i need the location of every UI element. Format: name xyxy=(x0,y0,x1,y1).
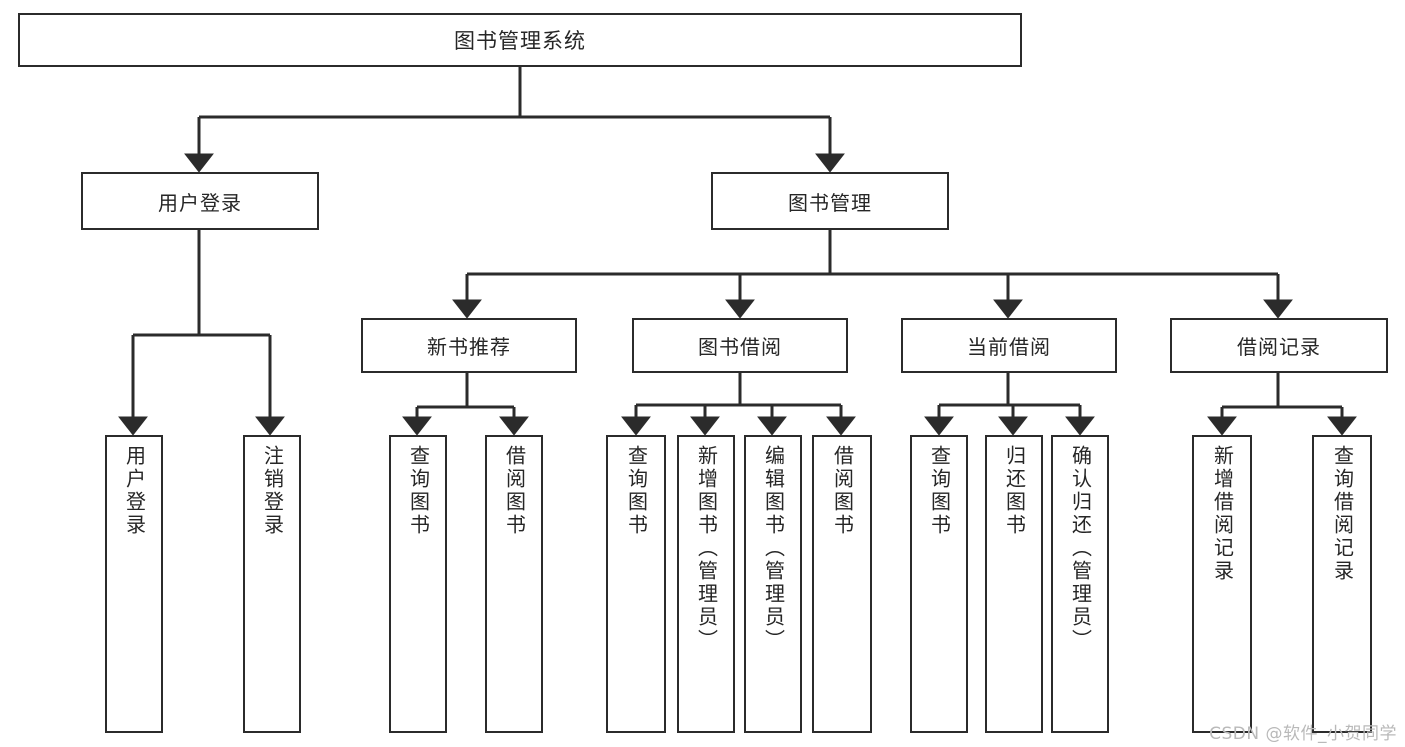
node-label: 图书借阅 xyxy=(698,335,782,359)
node-label: 注销登录 xyxy=(260,445,285,537)
node-leaf-user-logout[interactable]: 注销登录 xyxy=(243,435,301,733)
node-label: 新书推荐 xyxy=(427,335,511,359)
node-leaf-query-book-borrow[interactable]: 查询图书 xyxy=(606,435,666,733)
node-leaf-return-book[interactable]: 归还图书 xyxy=(985,435,1043,733)
node-label: 用户登录 xyxy=(158,190,242,215)
node-current-borrow[interactable]: 当前借阅 xyxy=(901,318,1117,373)
node-label: 新增图书（管理员） xyxy=(694,445,719,652)
node-label: 查询借阅记录 xyxy=(1330,445,1355,583)
node-leaf-query-book-recommend[interactable]: 查询图书 xyxy=(389,435,447,733)
node-label: 编辑图书（管理员） xyxy=(761,445,786,652)
node-borrow-record[interactable]: 借阅记录 xyxy=(1170,318,1388,373)
node-leaf-query-borrow-record[interactable]: 查询借阅记录 xyxy=(1312,435,1372,733)
node-leaf-add-borrow-record[interactable]: 新增借阅记录 xyxy=(1192,435,1252,733)
node-root-system[interactable]: 图书管理系统 xyxy=(18,13,1022,67)
node-label: 借阅图书 xyxy=(502,445,527,537)
node-label: 查询图书 xyxy=(406,445,431,537)
node-leaf-edit-book-admin[interactable]: 编辑图书（管理员） xyxy=(744,435,802,733)
node-leaf-query-book-current[interactable]: 查询图书 xyxy=(910,435,968,733)
node-leaf-add-book-admin[interactable]: 新增图书（管理员） xyxy=(677,435,735,733)
node-label: 确认归还（管理员） xyxy=(1068,445,1093,652)
node-book-borrow[interactable]: 图书借阅 xyxy=(632,318,848,373)
node-book-manage[interactable]: 图书管理 xyxy=(711,172,949,230)
node-leaf-borrow-book-recommend[interactable]: 借阅图书 xyxy=(485,435,543,733)
node-label: 查询图书 xyxy=(624,445,649,537)
node-label: 归还图书 xyxy=(1002,445,1027,537)
node-label: 用户登录 xyxy=(122,445,147,537)
node-leaf-confirm-return-admin[interactable]: 确认归还（管理员） xyxy=(1051,435,1109,733)
node-label: 借阅图书 xyxy=(830,445,855,537)
csdn-watermark: CSDN @软件_小贺同学 xyxy=(1209,724,1397,744)
node-label: 新增借阅记录 xyxy=(1210,445,1235,583)
node-label: 查询图书 xyxy=(927,445,952,537)
node-leaf-borrow-book[interactable]: 借阅图书 xyxy=(812,435,872,733)
node-leaf-user-login[interactable]: 用户登录 xyxy=(105,435,163,733)
node-label: 当前借阅 xyxy=(967,335,1051,359)
node-label: 图书管理系统 xyxy=(454,29,586,53)
node-label: 借阅记录 xyxy=(1237,335,1321,359)
node-new-book-recommend[interactable]: 新书推荐 xyxy=(361,318,577,373)
node-user-login[interactable]: 用户登录 xyxy=(81,172,319,230)
node-label: 图书管理 xyxy=(788,190,872,215)
